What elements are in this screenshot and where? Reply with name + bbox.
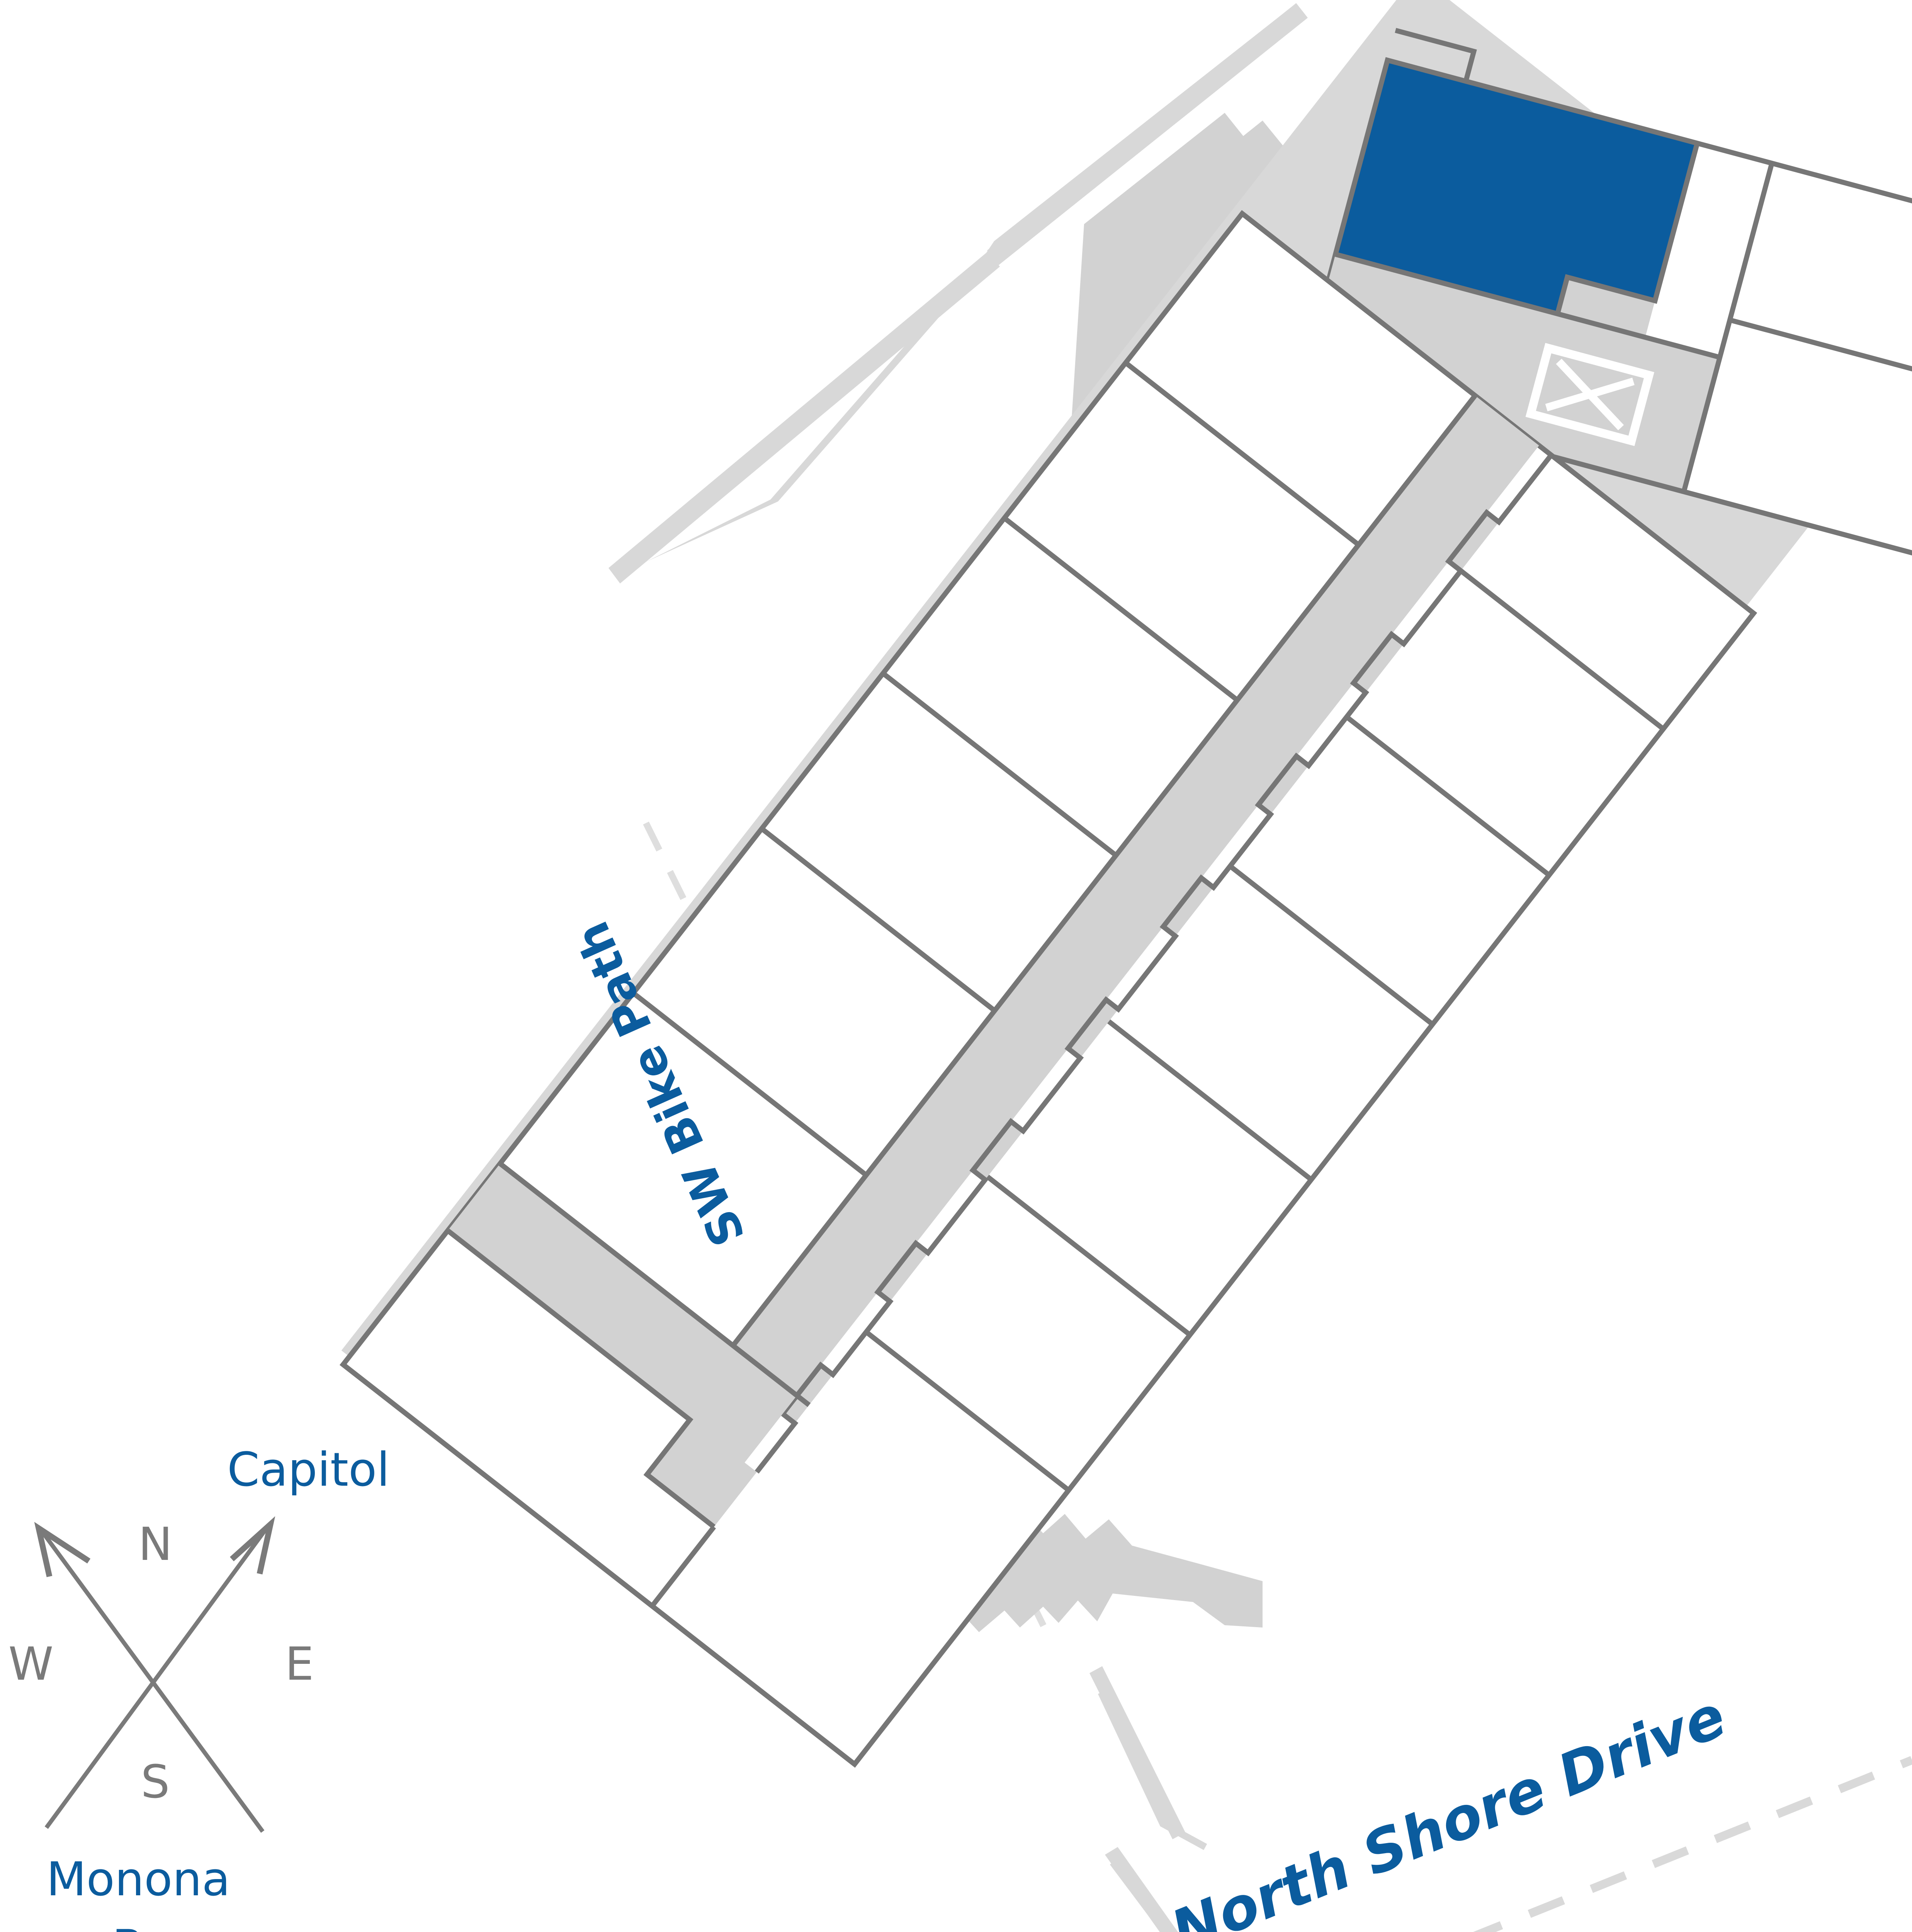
compass-label-north: N <box>138 1517 172 1571</box>
compass-label-south: S <box>141 1755 170 1808</box>
west-unit-divider-3 <box>881 671 1118 857</box>
building-dropshadow <box>608 3 1564 1932</box>
elevator-x-line-2 <box>1545 378 1635 412</box>
lower-corridor-wall-1 <box>498 1162 811 1407</box>
compass-axis-nw-se <box>41 1531 265 1833</box>
compass-arrowhead-ne <box>229 1516 275 1575</box>
north-block <box>1296 28 1912 579</box>
elevator-box <box>1525 343 1654 446</box>
west-corridor-wall <box>731 394 1477 1347</box>
north-wall-1 <box>1555 142 1700 315</box>
compass-axis-ne-sw <box>44 1527 269 1829</box>
elevator-marker <box>1525 343 1654 446</box>
main-block <box>339 210 1757 1768</box>
compass-label-east: E <box>285 1637 314 1690</box>
west-unit-divider-5 <box>632 991 868 1177</box>
north-notch-1 <box>1395 28 1477 82</box>
east-unit-divider-6 <box>865 1330 1071 1492</box>
east-unit-divider-2 <box>1345 715 1551 877</box>
building-plan <box>339 0 1912 1768</box>
east-unit-divider-5 <box>986 1175 1192 1337</box>
main-corridor <box>448 395 1539 1463</box>
north-wall-4 <box>1729 317 1912 406</box>
east-unit-divider-3 <box>1229 864 1434 1027</box>
north-wall-3 <box>1681 162 1774 493</box>
west-unit-divider-1 <box>1124 361 1360 547</box>
compass-arrowhead-nw <box>34 1522 91 1577</box>
compass-rose: N S E W Capitol Monona Bay <box>8 1443 390 1932</box>
east-corridor-wall <box>755 453 1553 1474</box>
plan-final <box>608 3 1564 1932</box>
lower-corridor-wall-2 <box>446 1228 716 1529</box>
north-shore-drive-label: North Shore Drive <box>1162 1682 1735 1932</box>
east-unit-divider-4 <box>1107 1019 1313 1182</box>
west-unit-divider-4 <box>760 827 996 1013</box>
bottom-unit-divider <box>650 1525 716 1608</box>
unit-west-1[interactable] <box>610 494 901 765</box>
bottom-cap <box>342 1362 856 1766</box>
landmark-capitol: Capitol <box>227 1443 390 1497</box>
north-wall-2 <box>1335 252 1721 360</box>
landmark-monona-bay-line2: Bay <box>112 1920 200 1932</box>
landmark-monona-bay-line1: Monona <box>46 1853 230 1906</box>
west-unit-divider-2 <box>1003 516 1239 702</box>
lower-cross-corridor <box>448 1163 797 1527</box>
east-unit-divider-1 <box>1459 569 1665 731</box>
compass-label-west: W <box>8 1637 54 1690</box>
